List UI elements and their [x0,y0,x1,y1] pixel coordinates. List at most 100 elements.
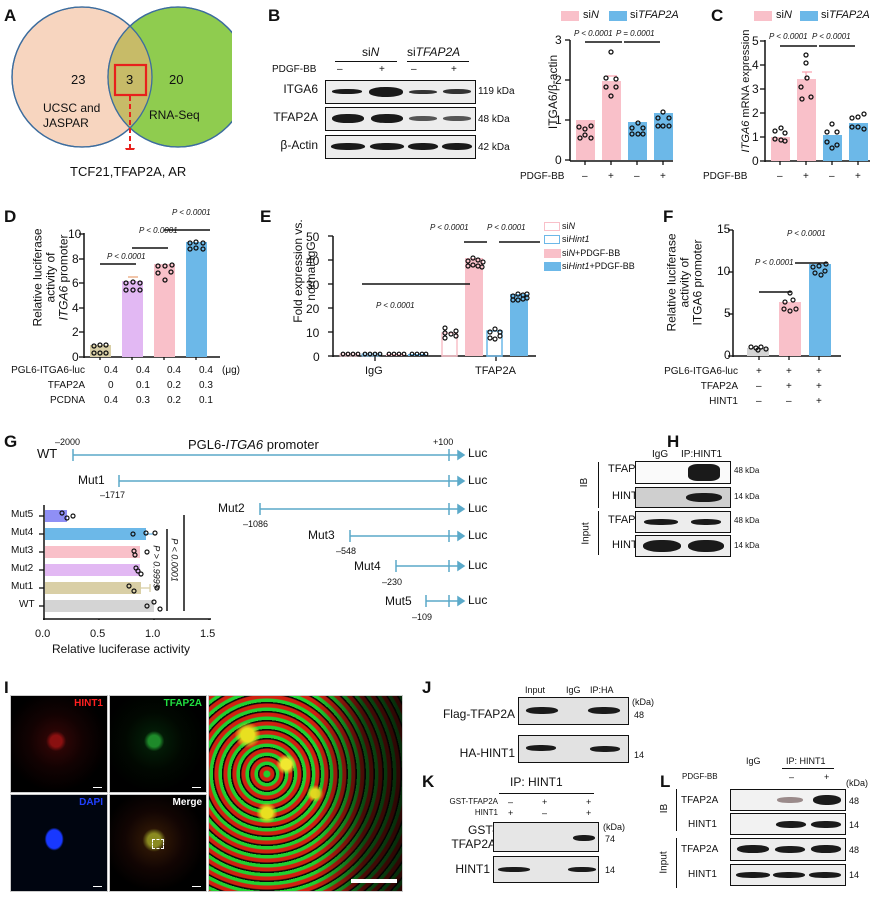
chart-f-hint1-2: – [786,396,792,407]
chart-g-xtick-0: 0.0 [35,628,51,640]
chart-c-x-2: + [803,171,809,182]
chart-f-row-tfap2a-label: TFAP2A [700,381,738,392]
blot-l-input-bracket [676,838,677,888]
chart-d-luc-4: 0.4 [199,365,213,376]
blot-l-input-label: Input [658,851,670,874]
chart-g-xtick-05: 0.5 [90,628,106,640]
blot-l-kda-1: 48 [849,796,860,806]
chart-f-ytick-15: 15 [717,222,731,236]
chart-d-ytick-0: 0 [72,350,79,364]
chart-c-ylabel: ITGA6 mRNA expression [740,29,752,153]
chart-b-ytick-3: 3 [555,33,562,47]
micrograph-tfap2a: TFAP2A [109,695,207,793]
chart-d-luc-1: 0.4 [104,365,118,376]
scale-bar [192,886,201,887]
blot-l-kda-3: 48 [849,845,860,855]
chart-e-ytick-0: 0 [313,350,320,364]
chart-e-ytick-50: 50 [306,230,320,244]
chart-c-ytick-3: 3 [752,82,759,96]
blot-b-treatment-label: PDGF-BB [272,64,317,75]
chart-e [328,235,540,361]
blot-j-kda-1: 48 [634,710,645,720]
blot-h-col-ip: IP:HINT1 [681,449,723,460]
blot-j-col-igg: IgG [566,685,581,695]
panel-label-i: I [4,678,9,697]
chart-f-ytick-10: 10 [717,264,731,278]
scale-bar [192,787,201,788]
chart-b-xrow-label: PDGF-BB [520,171,565,182]
venn-left-label-2: JASPAR [43,116,89,130]
chart-b-pval-1: P < 0.0001 [574,29,613,38]
blot-l-row-3-label: TFAP2A [681,844,719,855]
blot-b-group-sin: siN [362,45,380,59]
legend-e-sin: siN [562,221,575,231]
chart-d-ytick-10: 10 [68,227,82,241]
chart-f-ylabel: Relative luciferase activity of ITGA6 pr… [664,233,705,332]
blot-b-row-label-tfap2a: TFAP2A [273,110,318,124]
chart-f-ytick-5: 5 [724,306,731,320]
luc-label-mut5: Luc [468,593,488,607]
blot-b-tfap2a [325,107,476,131]
blot-h-ib-bracket [598,462,599,508]
luc-label-wt: Luc [468,446,488,460]
blot-k-treat-2-1: + [508,808,514,818]
chart-b-x-2: + [608,171,614,182]
panel-label-k: K [422,772,435,791]
venn-overlap-count: 3 [126,72,134,87]
promoter-title: PGL6-ITGA6 promoter [188,437,319,452]
blot-l-treat-2: + [824,772,830,782]
chart-d-tfap2a-4: 0.3 [199,380,213,391]
legend-e-sihint1-pdgf: siHint1+PDGF-BB [562,261,635,271]
construct-mut5-label: Mut5 [385,594,412,608]
blot-b-treat-2: + [379,64,385,75]
legend-c-sitfap2a: siTFAP2A [821,9,870,21]
blot-l-treat-1: – [789,772,795,782]
blot-k-kda-1: 74 [605,834,616,844]
chart-g-cat-mut5: Mut5 [11,509,34,520]
chart-c-xrow-label: PDGF-BB [703,171,748,182]
chart-f-hint1-1: – [756,396,762,407]
chart-f-pval-2: P < 0.0001 [787,229,826,238]
chart-d-ytick-4: 4 [72,301,79,315]
blot-l-row-2-label: HINT1 [688,819,717,830]
blot-l-ib-label: IB [659,803,671,814]
blot-b-actin [325,135,476,159]
blot-k-treat-1-2: + [542,797,548,807]
blot-k-gst-tfap2a [493,822,599,852]
micrograph-hint1: HINT1 [10,695,108,793]
chart-d-tfap2a-1: 0 [108,380,114,391]
blot-h-ib-tfap2a [635,461,731,484]
chart-d-luc-2: 0.4 [136,365,150,376]
legend-e-sin-pdgf-swatch [544,249,561,258]
chart-c-ytick-1: 1 [752,130,759,144]
blot-h-input-bracket [598,511,599,555]
legend-c-sitfap2a-swatch [800,11,818,21]
venn-diagram [11,6,232,150]
promoter-start-tick: –2000 [55,437,81,447]
blot-b-itga6 [325,80,476,104]
chart-e-pval-3: P < 0.0001 [487,223,526,232]
legend-e-sin-swatch [544,222,560,231]
blot-b-kda-itga6: 119 kDa [478,86,515,97]
blot-h-kda-2: 14 kDa [734,492,760,501]
blot-b-treat-1: – [337,64,343,75]
construct-mut4-pos: –230 [382,577,403,587]
blot-l-kda-4: 14 [849,870,860,880]
chart-f-tfap2a-2: + [786,381,792,392]
micrograph-tfap2a-label: TFAP2A [163,698,202,709]
chart-g-xtick-1: 1.0 [145,628,161,640]
panel-label-g: G [4,432,18,451]
micrograph-fade [209,696,402,891]
panel-label-b: B [268,6,281,25]
blot-k-treat-2-2: – [542,808,548,818]
chart-d-ytick-6: 6 [72,276,79,290]
chart-d-tfap2a-3: 0.2 [167,380,181,391]
chart-e-ytick-40: 40 [306,254,320,268]
legend-c-sin: siN [776,9,792,21]
panel-label-j: J [422,678,432,697]
blot-j-row-2-label: HA-HINT1 [459,746,515,760]
chart-b-ylabel: ITGA6/β-actin [546,54,560,130]
chart-f-tfap2a-3: + [816,381,822,392]
chart-d-pval-3: P < 0.0001 [172,208,211,217]
blot-k-treat-2-label: HINT1 [474,808,498,817]
